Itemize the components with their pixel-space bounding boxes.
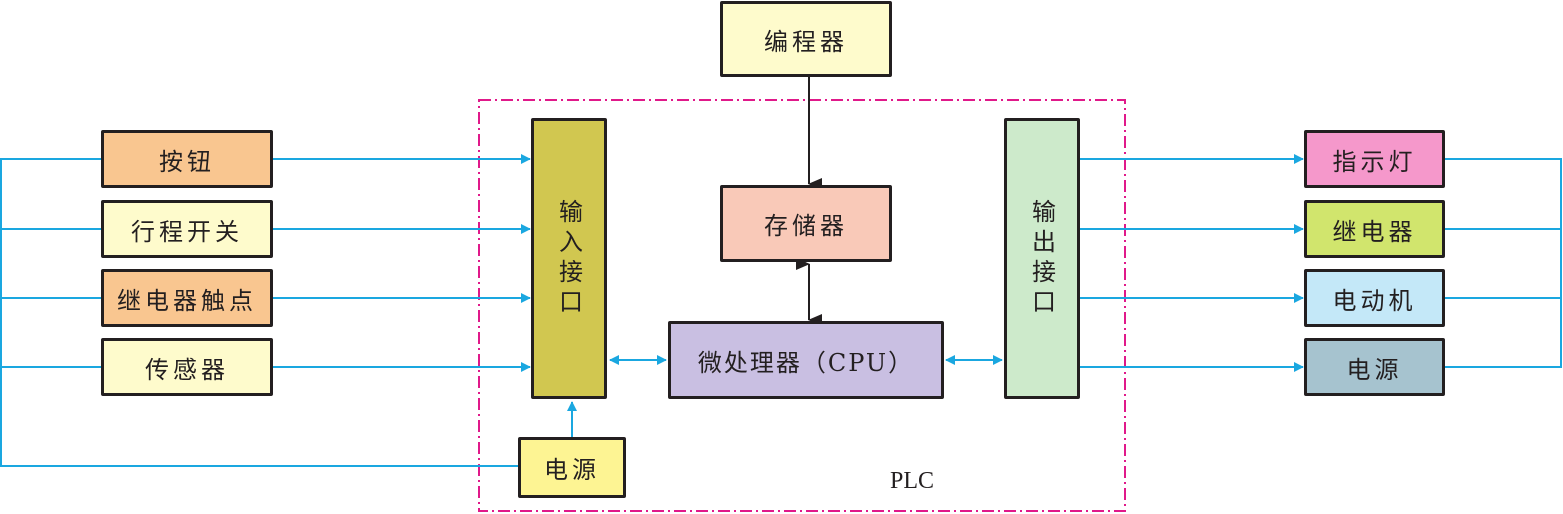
input-device-label: 传感器: [145, 355, 229, 384]
output-interface-box: 输出接口: [1004, 118, 1080, 399]
output-device-power: 电源: [1304, 338, 1445, 396]
input-wires: [0, 154, 531, 467]
programmer-label: 编程器: [764, 27, 848, 56]
memory-label: 存储器: [764, 212, 848, 240]
output-device-indicator: 指示灯: [1304, 130, 1445, 188]
input-interface-box: 输入接口: [531, 118, 607, 399]
input-device-limit-switch: 行程开关: [101, 200, 273, 258]
input-device-label: 按钮: [159, 147, 215, 176]
input-device-relay-contact: 继电器触点: [101, 269, 273, 327]
input-interface-label: 输入接口: [554, 198, 583, 319]
input-device-sensor: 传感器: [101, 338, 273, 396]
input-device-label: 行程开关: [131, 217, 243, 246]
output-device-motor: 电动机: [1304, 269, 1445, 327]
input-device-button: 按钮: [101, 130, 273, 188]
plc-boundary: [478, 99, 1126, 512]
plc-power-label: 电源: [544, 456, 600, 484]
cpu-label: 微处理器（CPU）: [697, 348, 915, 377]
output-device-label: 电源: [1346, 355, 1403, 384]
input-device-label: 继电器触点: [117, 286, 257, 315]
output-device-label: 指示灯: [1332, 147, 1417, 176]
output-device-label: 继电器: [1332, 217, 1417, 246]
output-device-relay: 继电器: [1304, 200, 1445, 258]
memory-box: 存储器: [720, 185, 892, 262]
plc-power-box: 电源: [518, 437, 626, 498]
output-interface-label: 输出接口: [1027, 198, 1056, 319]
output-wires: [1078, 154, 1562, 372]
output-device-label: 电动机: [1332, 286, 1417, 315]
plc-label: PLC: [890, 468, 935, 494]
cpu-box: 微处理器（CPU）: [668, 321, 944, 399]
programmer-box: 编程器: [720, 1, 892, 77]
